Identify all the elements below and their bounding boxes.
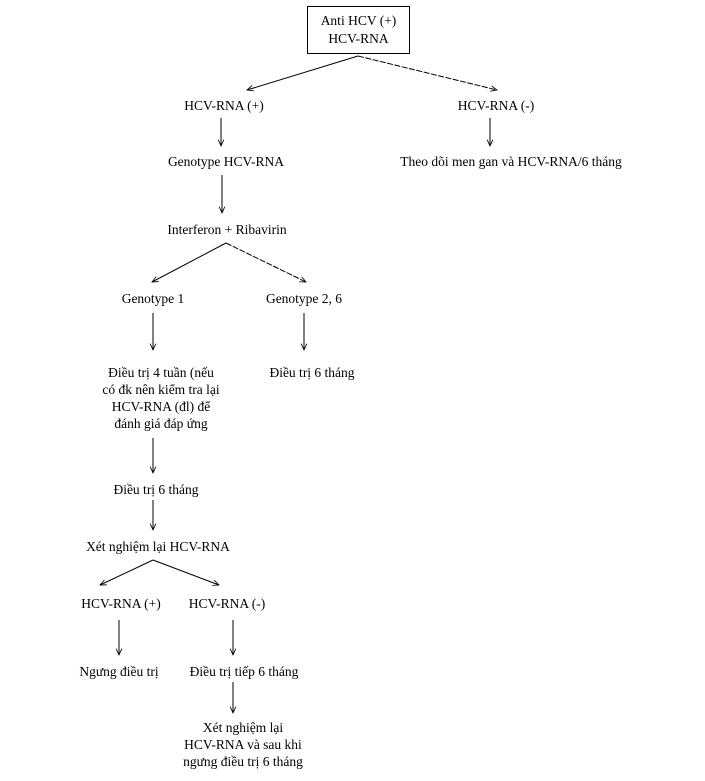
edge-root-to-hcv-neg-arrow	[357, 55, 497, 90]
node-interferon-ribavirin-text: Interferon + Ribavirin	[167, 222, 287, 237]
node-stop-treatment-text: Ngưng điều trị	[79, 664, 159, 679]
node-final-retest-line-1: Xét nghiệm lại	[202, 720, 284, 735]
node-root-line-2: HCV-RNA	[328, 31, 389, 46]
node-treat-4-weeks-line-4: đánh giá đáp ứng	[114, 416, 208, 431]
node-stop-treatment: Ngưng điều trị	[79, 663, 158, 680]
node-genotype-2-6: Genotype 2, 6	[266, 290, 342, 307]
node-genotype-1-text: Genotype 1	[121, 291, 185, 306]
node-treat-4-weeks-line-2: có đk nên kiểm tra lại	[102, 382, 220, 397]
node-treat-6-months-branch: Điều trị 6 tháng	[269, 364, 354, 381]
edge-treat-to-geno26-arrow	[225, 242, 306, 282]
node-continue-treatment: Điều trị tiếp 6 tháng	[190, 663, 299, 680]
node-retest-hcv-rna: Xét nghiệm lại HCV-RNA	[86, 538, 230, 555]
node-final-retest-line-2: HCV-RNA và sau khi	[184, 737, 302, 752]
node-retest-positive: HCV-RNA (+)	[81, 595, 161, 612]
node-hcv-rna-negative: HCV-RNA (-)	[458, 97, 534, 114]
node-treat-6-months: Điều trị 6 tháng	[113, 481, 198, 498]
node-treat-4-weeks-line-1: Điều trị 4 tuần (nếu	[108, 365, 214, 380]
node-retest-negative: HCV-RNA (-)	[189, 595, 265, 612]
node-final-retest: Xét nghiệm lại HCV-RNA và sau khi ngưng …	[183, 719, 303, 770]
edge-retest-to-neg-arrow	[152, 559, 219, 585]
node-root: Anti HCV (+) HCV-RNA	[307, 6, 410, 54]
node-treat-6-months-branch-text: Điều trị 6 tháng	[269, 365, 355, 380]
node-hcv-rna-negative-text: HCV-RNA (-)	[457, 98, 535, 113]
edge-root-to-hcv-pos-arrow	[247, 55, 359, 90]
node-interferon-ribavirin: Interferon + Ribavirin	[167, 221, 286, 238]
node-genotype-2-6-text: Genotype 2, 6	[265, 291, 343, 306]
edge-treat-to-geno1-arrow	[152, 242, 227, 282]
node-genotype-1: Genotype 1	[122, 290, 185, 307]
node-monitor-liver-text: Theo dõi men gan và HCV-RNA/6 tháng	[400, 154, 622, 169]
node-continue-treatment-text: Điều trị tiếp 6 tháng	[189, 664, 299, 679]
node-monitor-liver: Theo dõi men gan và HCV-RNA/6 tháng	[400, 153, 621, 170]
node-retest-hcv-rna-text: Xét nghiệm lại HCV-RNA	[86, 539, 230, 554]
node-genotype-hcv-rna-text: Genotype HCV-RNA	[167, 154, 285, 169]
node-retest-positive-text: HCV-RNA (+)	[81, 596, 161, 611]
node-root-line-1: Anti HCV (+)	[320, 13, 397, 28]
node-hcv-rna-positive-text: HCV-RNA (+)	[184, 98, 264, 113]
node-treat-4-weeks: Điều trị 4 tuần (nếu có đk nên kiểm tra …	[102, 364, 219, 432]
node-treat-4-weeks-line-3: HCV-RNA (đl) để	[111, 399, 211, 414]
node-final-retest-line-3: ngưng điều trị 6 tháng	[183, 754, 303, 769]
node-genotype-hcv-rna: Genotype HCV-RNA	[168, 153, 284, 170]
node-treat-6-months-text: Điều trị 6 tháng	[113, 482, 199, 497]
edge-retest-to-pos-arrow	[100, 559, 154, 586]
node-retest-negative-text: HCV-RNA (-)	[188, 596, 266, 611]
node-hcv-rna-positive: HCV-RNA (+)	[184, 97, 264, 114]
